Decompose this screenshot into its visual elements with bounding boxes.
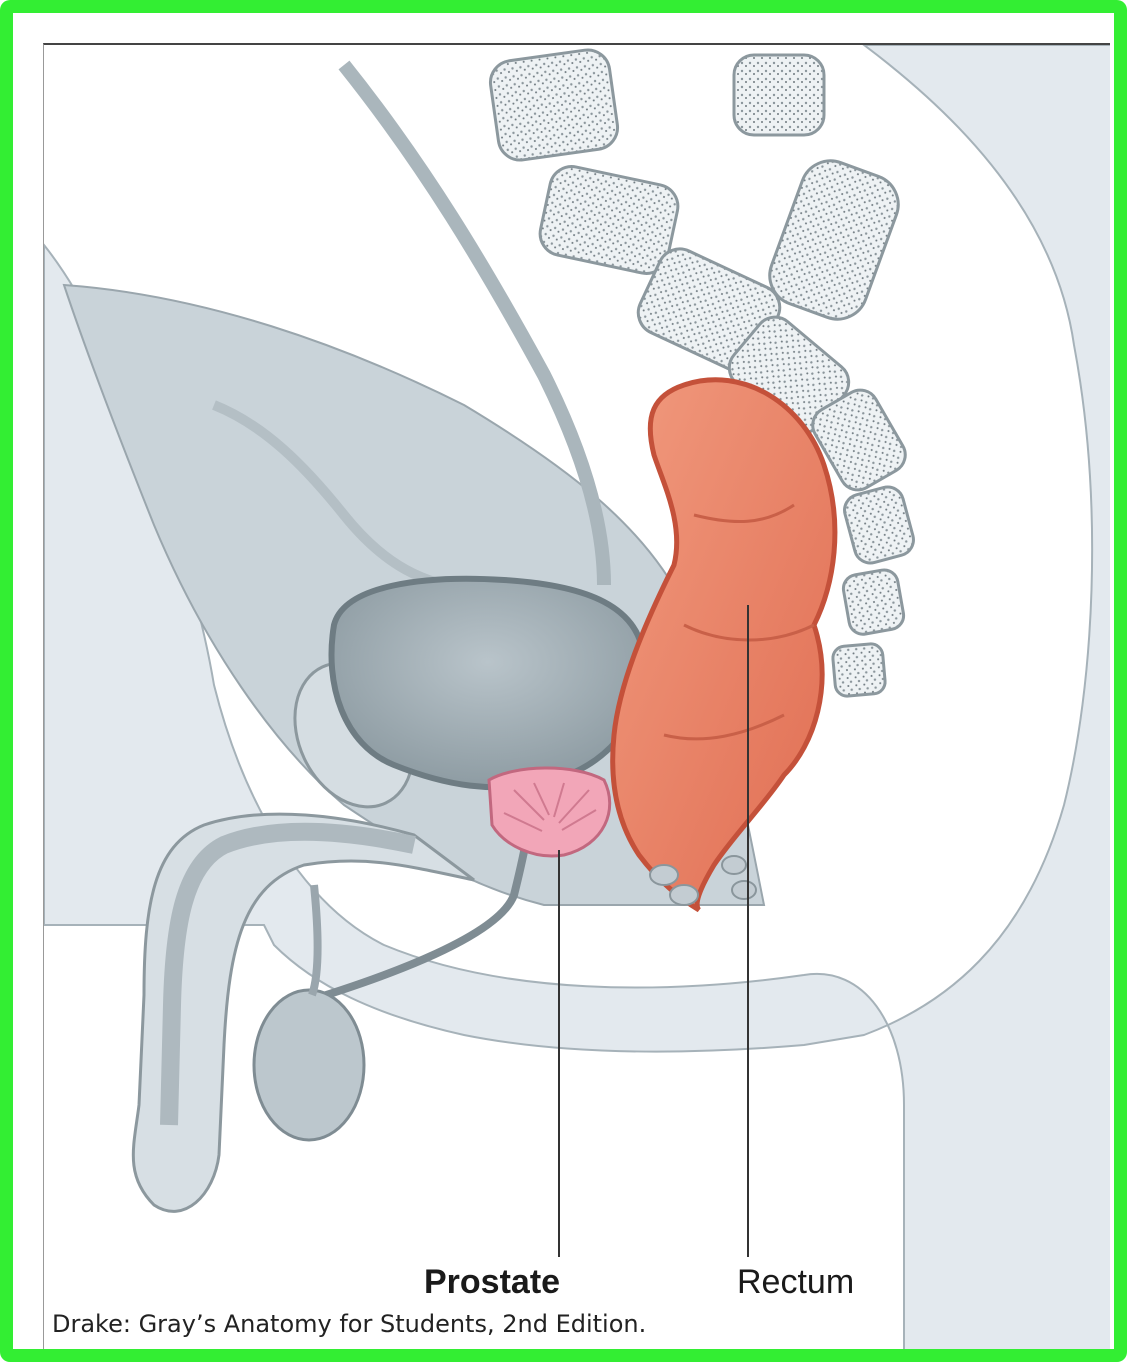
caption-source: Drake: Gray’s Anatomy for Students, 2nd … [52, 1310, 646, 1338]
rectum-label: Rectum [737, 1263, 854, 1302]
prostate-label: Prostate [424, 1263, 560, 1302]
anatomy-illustration [44, 45, 1110, 1355]
illustration-panel: Prostate Rectum Drake: Gray’s Anatomy fo… [43, 43, 1110, 1355]
bladder [332, 579, 645, 787]
rectum-organ [613, 380, 835, 910]
testis [254, 990, 364, 1140]
